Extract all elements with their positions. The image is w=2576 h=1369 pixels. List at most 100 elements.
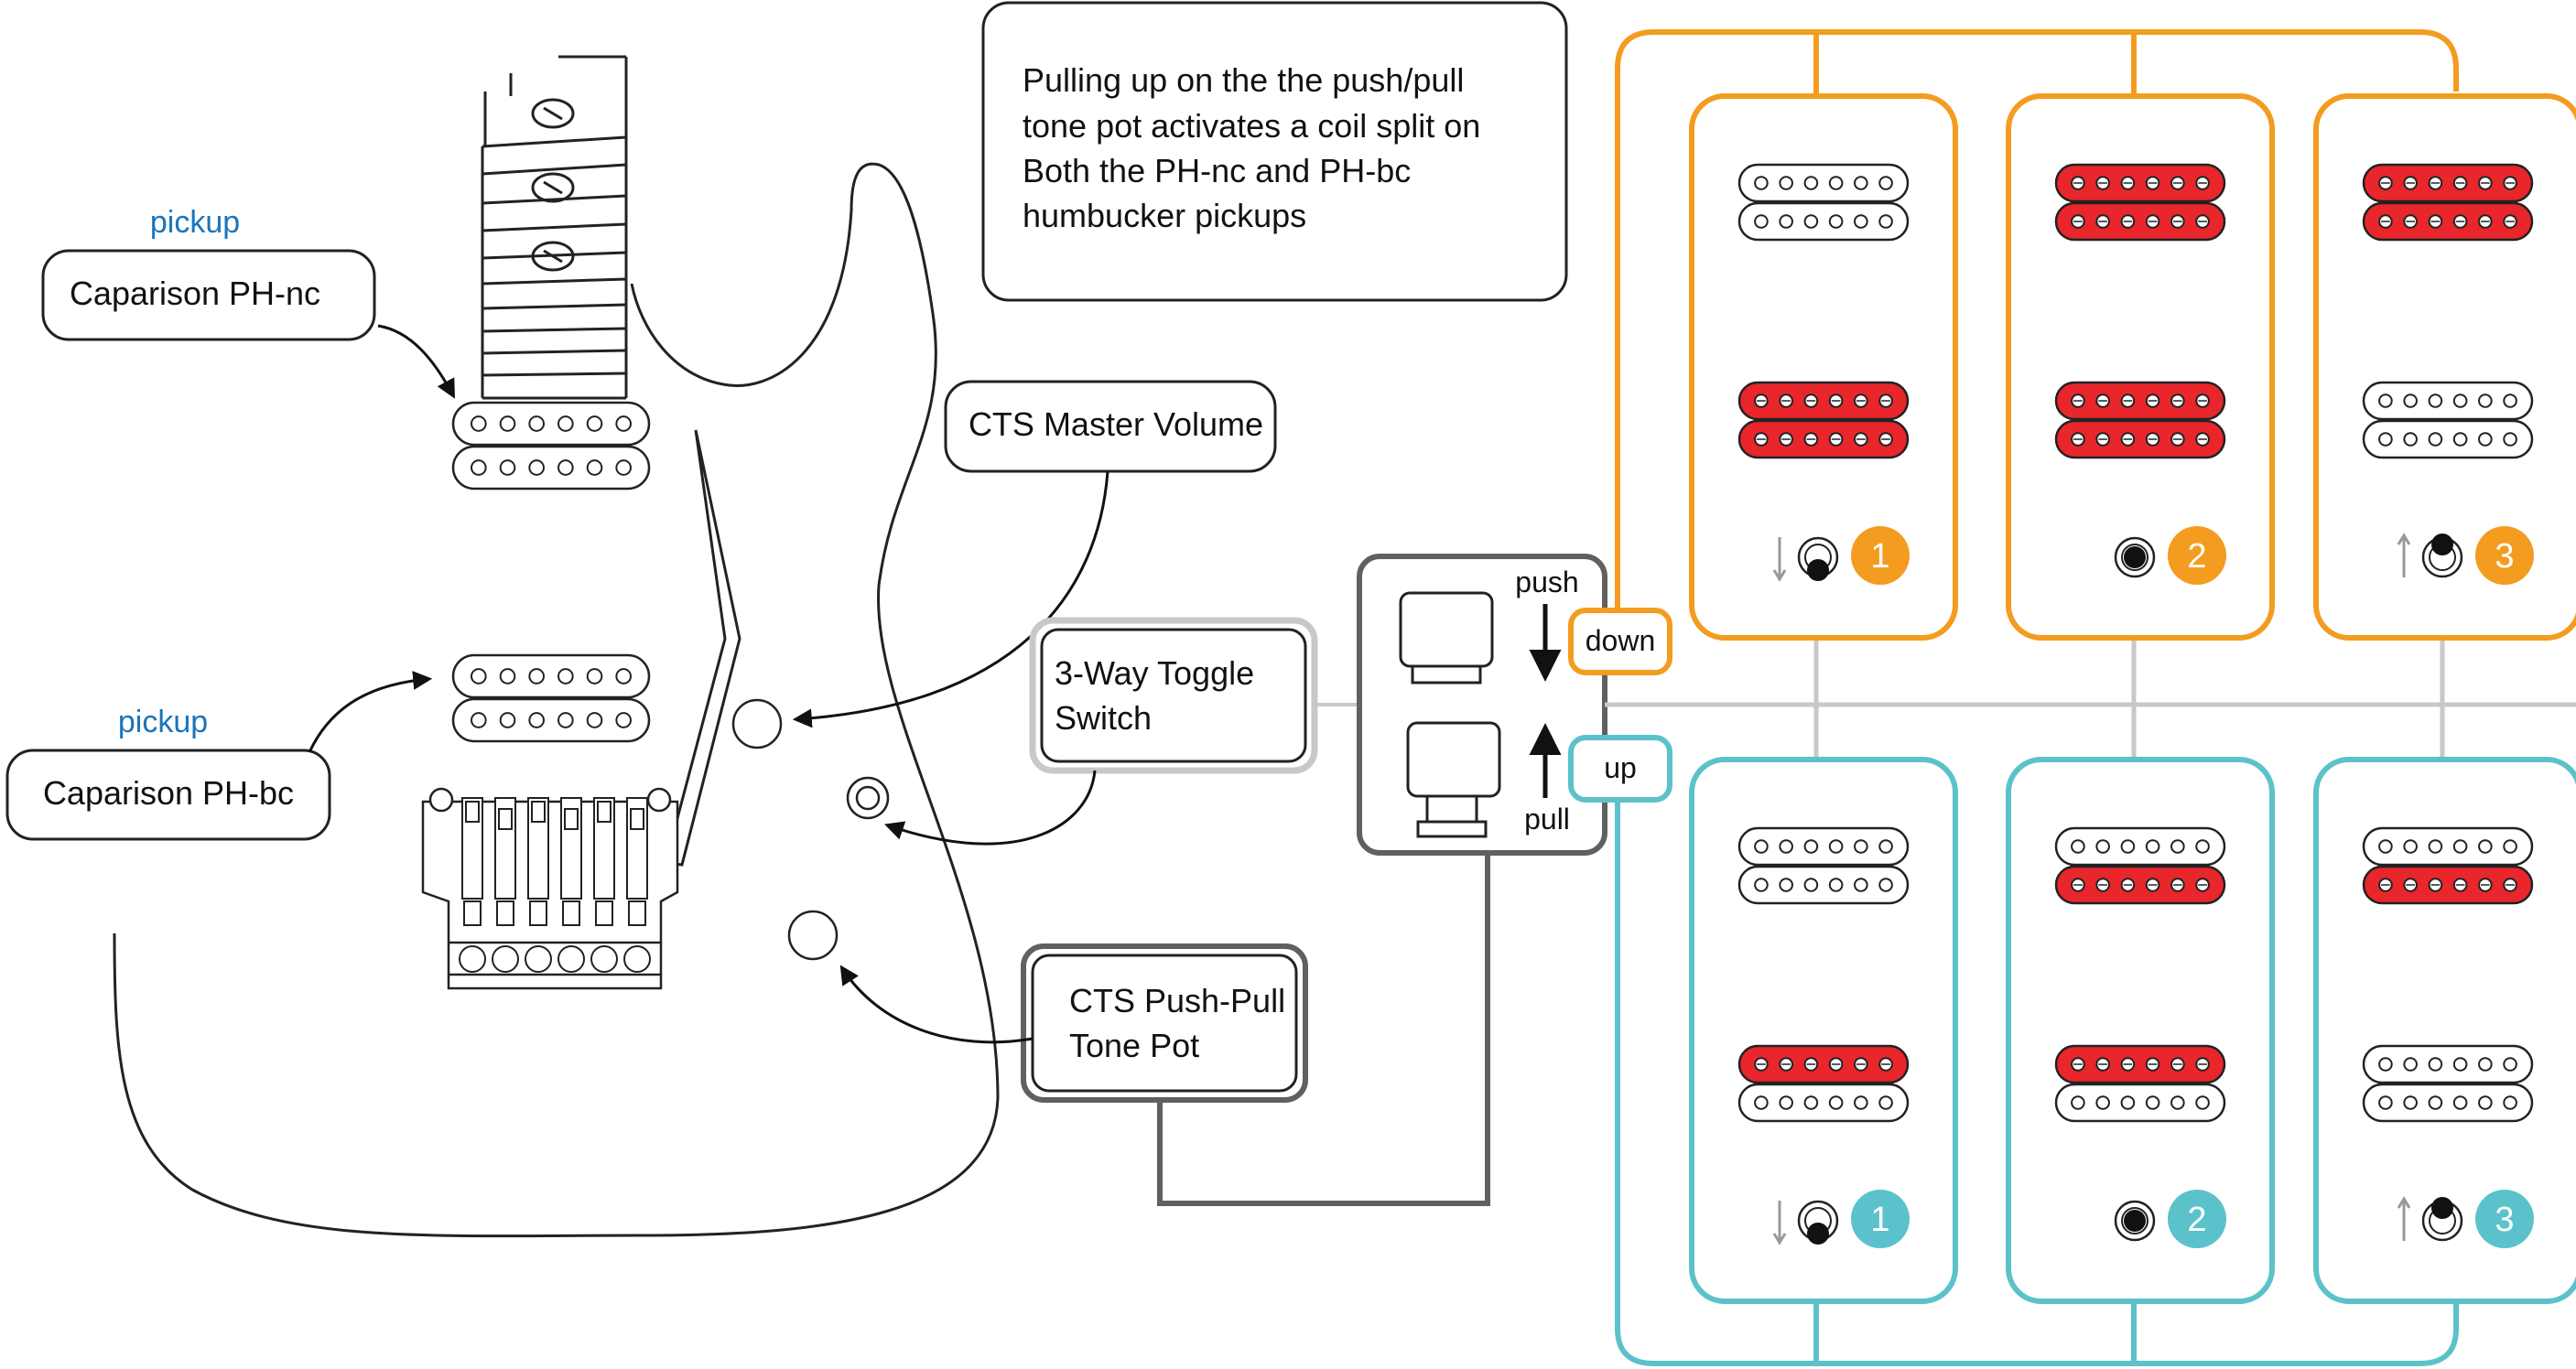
note-line-4: humbucker pickups [1023,197,1306,234]
pole-piece [1779,878,1793,892]
toggle-switch-label-outer [1029,617,1318,774]
saddle-block [628,900,646,926]
saddle-screw [465,801,480,823]
saddle-screw [597,801,612,823]
pole-piece [1854,1095,1868,1110]
position-number: 3 [2495,537,2514,576]
humbucker-coil-bottom [1737,1083,1910,1123]
card-bridge-humbucker [2054,381,2226,459]
tone-pot-label-line1: CTS Push-Pull [1069,982,1285,1019]
coil-body [2362,163,2534,203]
tremolo-arm [664,429,741,867]
card-bridge-humbucker [2362,381,2534,459]
humbucker-coil-bottom [2362,1083,2534,1123]
note-line-2: tone pot activates a coil split on [1023,107,1480,145]
pole-piece [2170,1095,2185,1110]
pole-piece [2452,1057,2468,1072]
tone-pot-label-outer [1021,943,1308,1103]
pole-piece [586,415,603,432]
pole-piece [2503,432,2517,447]
pole-piece [2403,1095,2418,1110]
toggle-lever [2431,534,2453,555]
guitar-neck-pickup [451,401,651,490]
pole-piece [1878,176,1893,190]
pole-piece [1754,839,1769,854]
pole-piece [2403,1057,2418,1072]
string-lock [557,945,585,973]
down-tag [1568,608,1672,675]
volume-knob [731,698,783,749]
humbucker-coil-bottom [451,697,651,743]
pole-piece [615,415,632,432]
pole-piece [1878,1095,1893,1110]
coil-body [451,697,651,743]
callouts: pickup Caparison PH-nc pickup Caparison … [5,205,1490,1206]
tone-pot-label-line2: Tone Pot [1069,1027,1199,1064]
toggle-lever [2124,1210,2146,1232]
pole-piece [2428,1057,2443,1072]
pole-piece [586,459,603,476]
toggle-arrowhead [2397,1196,2411,1209]
position-badge [2168,526,2226,585]
string-lock [590,945,618,973]
toggle-lever [2431,1197,2453,1219]
toggle-switch-icon [2114,536,2156,578]
pole-piece [471,415,487,432]
saddle-block [562,900,580,926]
pole-piece [1854,839,1868,854]
down-label: down [1586,624,1656,657]
humbucker-coil-bottom [1737,201,1910,242]
coil-body [2054,201,2226,242]
pole-piece [471,712,487,728]
humbucker-coil-bottom [2054,419,2226,459]
pole-piece [1754,878,1769,892]
pole-piece [528,712,545,728]
pole-piece [2378,393,2393,408]
coil-body [2362,1044,2534,1084]
pole-piece [557,712,574,728]
humbucker-coil-bottom [1737,419,1910,459]
pole-piece [557,415,574,432]
saddle-block [463,900,482,926]
pole-piece [1803,1095,1819,1110]
pole-piece [1828,1095,1844,1110]
saddle [527,797,549,900]
humbucker-coil-top [2054,381,2226,421]
coil-body [2054,826,2226,867]
pole-piece [2170,839,2185,854]
humbucker-coil-bottom [451,445,651,490]
note-line-3: Both the PH-nc and PH-bc [1023,152,1411,189]
humbucker-coil-top [2362,1044,2534,1084]
humbucker-coil-top [2054,163,2226,203]
coil-body [1737,381,1910,421]
humbucker-coil-top [451,653,651,699]
pole-piece [2195,1095,2210,1110]
string-lock [525,945,552,973]
card-neck-humbucker [2054,826,2226,905]
fretboard [481,55,628,400]
position-number: 2 [2187,537,2206,576]
coil-body [2054,381,2226,421]
toggle-arrowhead [1772,1233,1787,1245]
toggle-switch-icon [1772,536,1839,582]
saddle-block [595,900,613,926]
coil-body [2362,201,2534,242]
pole-piece [1828,176,1844,190]
coil-body [2054,419,2226,459]
guitar-bridge-pickup [451,653,651,743]
toggle-switch-label-box [1040,628,1307,763]
position-badge [2475,526,2534,585]
neck-humbucker [451,401,651,490]
pole-piece [2478,1095,2493,1110]
saddle-screw [531,801,546,823]
position-number: 2 [2187,1201,2206,1239]
pot-up-position-3: 3 [2313,757,2576,1304]
humbucker-coil-top [1737,1044,1910,1084]
humbucker-coil-top [1737,163,1910,203]
pole-piece [2478,839,2493,854]
humbucker-coil-bottom [1737,865,1910,905]
coil-body [451,401,651,447]
pot-down-position-2: 2 [2006,93,2275,641]
push-pull-pot-diagram: push pull [1357,554,1607,856]
saddle-screw [630,808,644,830]
